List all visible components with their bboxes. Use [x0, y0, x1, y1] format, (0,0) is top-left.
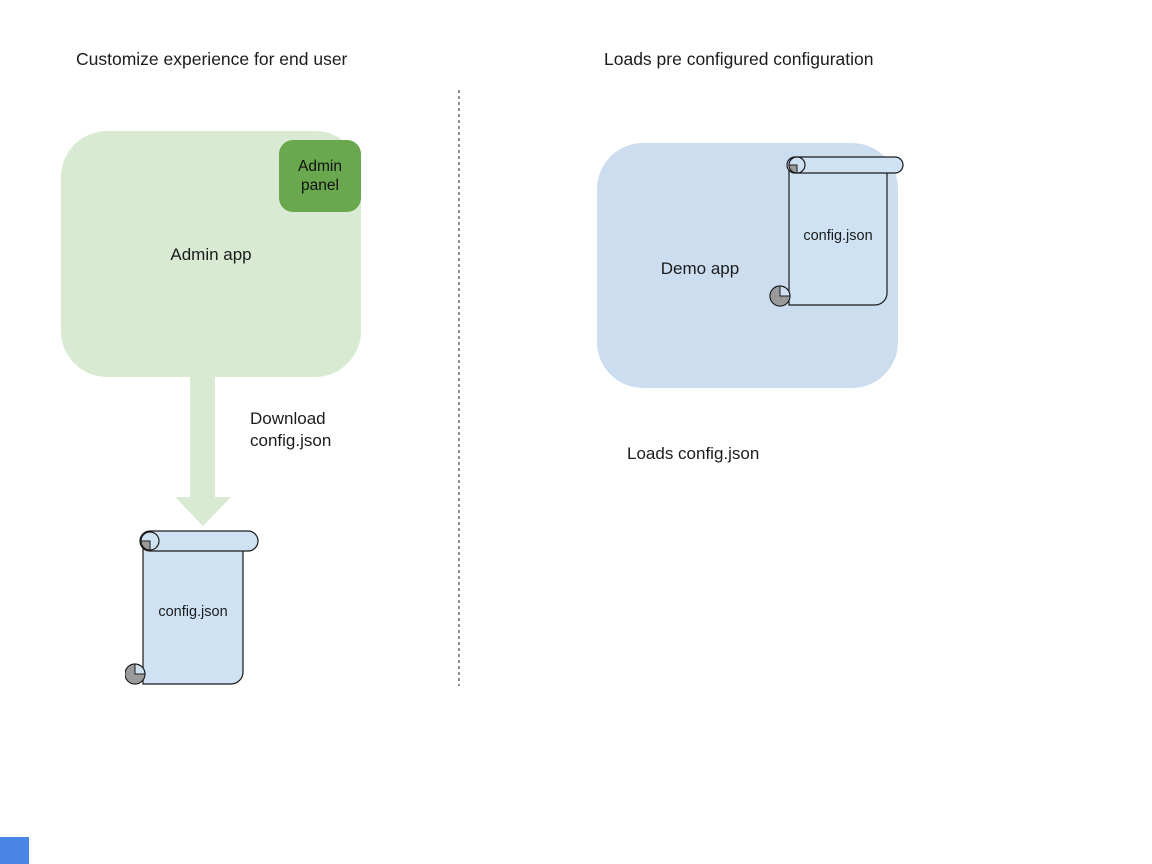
demo-app-label: Demo app	[660, 259, 740, 278]
scroll-top-curl-shade	[140, 540, 151, 551]
scroll-bottom-curl-shade	[125, 663, 146, 685]
admin-panel-box: Admin panel	[279, 140, 361, 212]
config-file-scroll-right-icon	[769, 156, 904, 307]
scroll-top-roll	[786, 156, 904, 174]
section-divider	[458, 90, 460, 686]
config-file-label-right: config.json	[803, 228, 873, 244]
admin-app-label: Admin app	[170, 245, 252, 264]
download-arrow-label: Download config.json	[250, 409, 332, 450]
loads-config-caption: Loads config.json	[627, 444, 760, 463]
scroll-body	[788, 164, 888, 306]
right-section-heading: Loads pre configured configuration	[604, 49, 874, 69]
scroll-top-curl-shade	[788, 164, 798, 174]
download-arrow-head	[175, 497, 231, 526]
admin-panel-label: Admin panel	[298, 157, 342, 195]
config-file-scroll-left-icon	[125, 530, 259, 685]
download-arrow-stem	[190, 376, 215, 497]
left-section-heading: Customize experience for end user	[76, 49, 348, 69]
scroll-top-roll	[139, 530, 259, 552]
scroll-body	[142, 540, 244, 685]
config-file-label-left: config.json	[158, 604, 228, 620]
corner-square	[0, 837, 29, 864]
scroll-bottom-curl-shade	[769, 285, 791, 307]
